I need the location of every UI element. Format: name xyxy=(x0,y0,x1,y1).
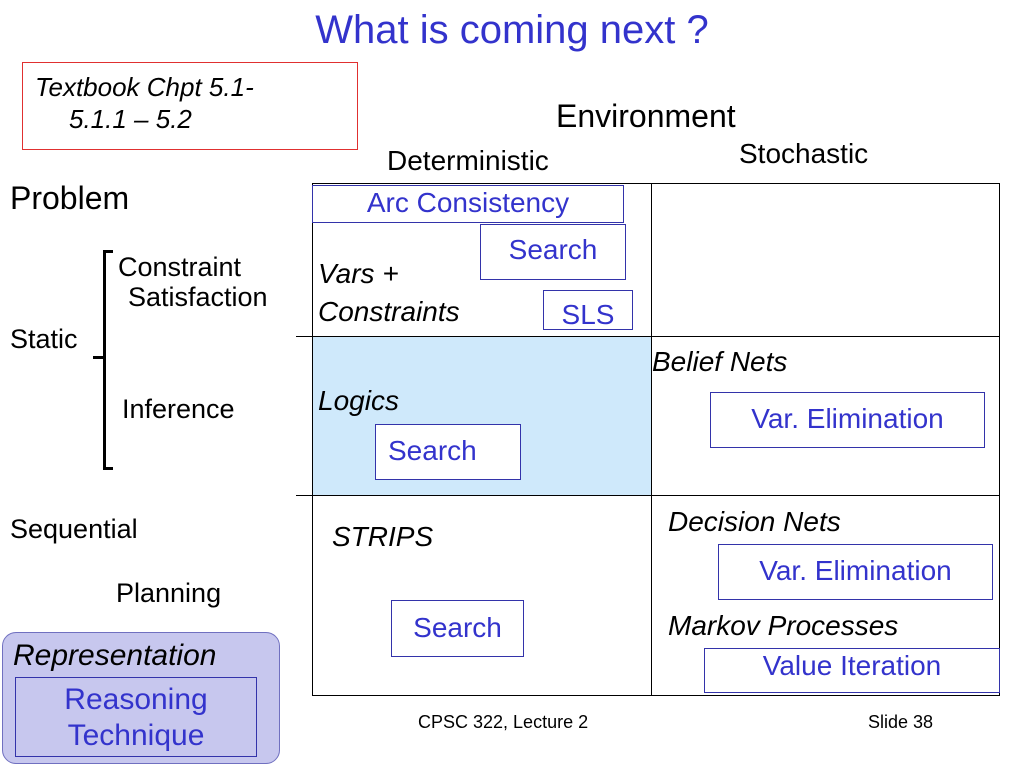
legend-box: Representation Reasoning Technique xyxy=(2,632,280,764)
grid-right-line xyxy=(999,183,1000,696)
grid-line-static-2 xyxy=(296,495,1000,496)
logics-search-box: Search xyxy=(375,424,521,480)
logics-label: Logics xyxy=(318,385,399,416)
inference-label: Inference xyxy=(122,394,235,424)
markov-processes-label: Markov Processes xyxy=(668,610,899,641)
value-iteration-box: Value Iteration xyxy=(704,648,1000,693)
arc-consistency-box: Arc Consistency xyxy=(312,185,624,223)
textbook-reference-box: Textbook Chpt 5.1- 5.1.1 – 5.2 xyxy=(22,62,358,150)
grid-left-line xyxy=(312,183,313,696)
csp-search-box: Search xyxy=(480,224,626,280)
constraints-label: Constraints xyxy=(318,296,460,327)
satisfaction-label: Satisfaction xyxy=(128,282,268,312)
planning-label: Planning xyxy=(116,578,222,608)
legend-representation: Representation xyxy=(13,639,217,672)
slide-title: What is coming next ? xyxy=(315,8,709,52)
sls-box: SLS xyxy=(543,290,633,330)
strips-label: STRIPS xyxy=(332,521,434,552)
problem-heading: Problem xyxy=(10,180,130,216)
environment-heading: Environment xyxy=(556,98,736,134)
legend-reasoning-technique: Reasoning Technique xyxy=(15,677,257,757)
footer-course: CPSC 322, Lecture 2 xyxy=(418,712,589,732)
deterministic-heading: Deterministic xyxy=(387,145,549,176)
belief-var-elimination-box: Var. Elimination xyxy=(710,392,985,448)
static-label: Static xyxy=(10,324,78,354)
static-brace-tick xyxy=(93,356,105,359)
sequential-label: Sequential xyxy=(10,514,138,544)
vars-label: Vars + xyxy=(318,258,399,289)
decision-nets-label: Decision Nets xyxy=(668,506,841,537)
grid-middle-line xyxy=(651,183,652,696)
grid-bottom-line xyxy=(312,695,1000,696)
decision-var-elimination-box: Var. Elimination xyxy=(718,544,993,600)
reference-line-2: 5.1.1 – 5.2 xyxy=(69,104,192,134)
static-brace xyxy=(103,250,113,470)
strips-search-box: Search xyxy=(391,600,524,657)
belief-nets-label: Belief Nets xyxy=(652,346,788,377)
reference-line-1: Textbook Chpt 5.1- xyxy=(35,72,254,102)
stochastic-heading: Stochastic xyxy=(739,138,869,169)
footer-slide-number: Slide 38 xyxy=(868,712,934,732)
grid-line-static-1 xyxy=(296,336,1000,337)
grid-top-line xyxy=(312,183,1000,184)
constraint-label: Constraint xyxy=(118,252,242,282)
